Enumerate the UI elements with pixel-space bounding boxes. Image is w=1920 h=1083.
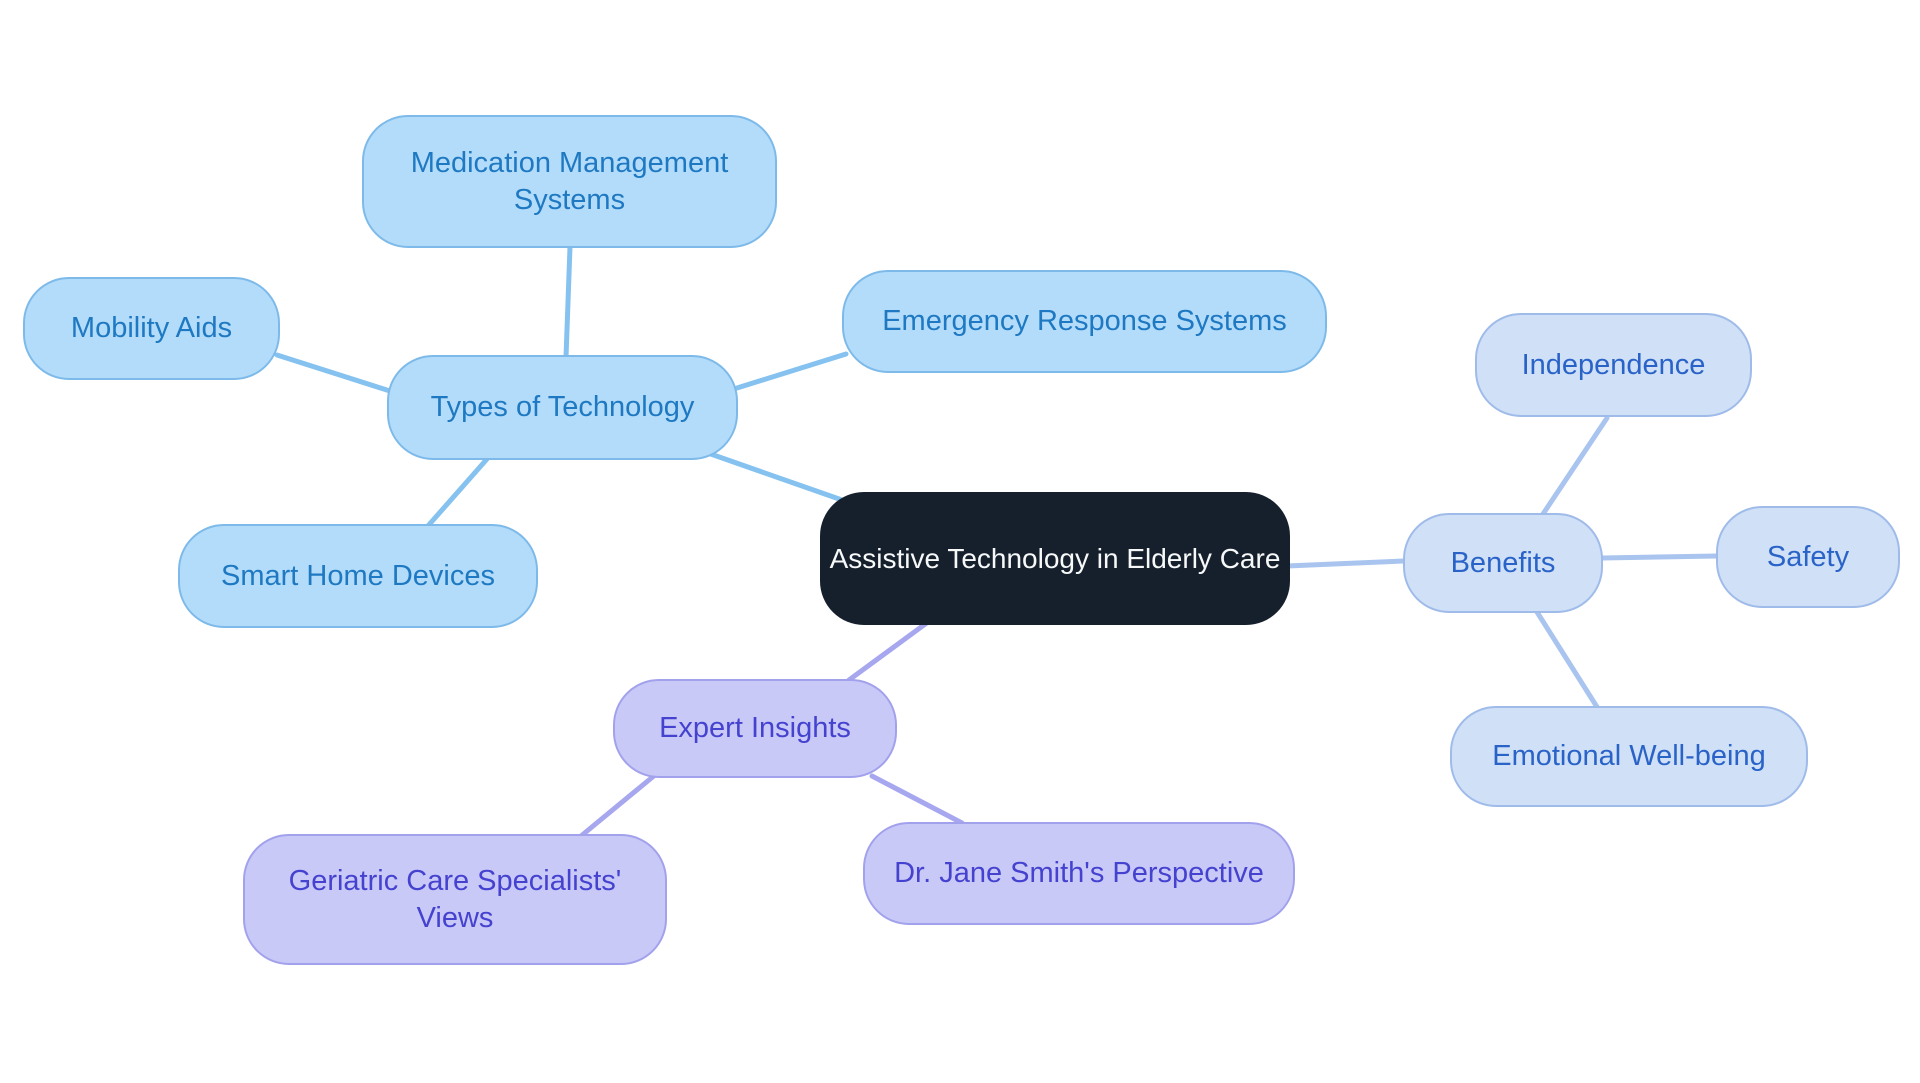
edge-benefits-emotional [1534,609,1600,710]
node-expert-insights[interactable]: Expert Insights [613,679,897,778]
node-emotional-well-being-label: Emotional Well-being [1492,740,1766,773]
node-mobility-aids[interactable]: Mobility Aids [23,277,280,380]
node-dr-jane-smiths-perspective-label: Dr. Jane Smith's Perspective [894,857,1264,890]
node-smart-home-devices[interactable]: Smart Home Devices [178,524,538,628]
edge-benefits-independence [1540,415,1610,517]
node-independence-label: Independence [1521,348,1706,381]
node-emergency-response-systems-label: Emergency Response Systems [882,305,1287,338]
edge-central-types [702,449,845,503]
edge-expert-geriatric [578,772,658,839]
node-benefits[interactable]: Benefits [1403,513,1603,613]
node-expert-insights-label: Expert Insights [659,712,851,745]
node-geriatric-care-specialists-views-label: Geriatric Care Specialists' Views [288,865,622,934]
node-geriatric-care-specialists-views[interactable]: Geriatric Care Specialists' Views [243,834,667,965]
edge-central-benefits [1284,558,1407,569]
node-smart-home-devices-label: Smart Home Devices [221,559,495,592]
edge-central-expert [846,619,931,683]
node-safety[interactable]: Safety [1716,506,1900,608]
node-dr-jane-smiths-perspective[interactable]: Dr. Jane Smith's Perspective [863,822,1295,925]
edge-types-smarthome [424,456,490,530]
node-medication-management-systems[interactable]: Medication Management Systems [362,115,777,248]
node-benefits-label: Benefits [1450,546,1556,579]
node-emotional-well-being[interactable]: Emotional Well-being [1450,706,1808,807]
node-central-label: Assistive Technology in Elderly Care [829,543,1281,574]
node-types-of-technology[interactable]: Types of Technology [387,355,738,460]
node-independence[interactable]: Independence [1475,313,1752,417]
node-mobility-aids-label: Mobility Aids [70,312,233,345]
node-safety-label: Safety [1766,540,1850,573]
node-types-of-technology-label: Types of Technology [430,391,695,424]
edge-benefits-safety [1599,553,1720,561]
edge-types-mobility [274,352,393,394]
edge-types-emergency [734,351,849,391]
node-medication-management-systems-label: Medication Management Systems [410,147,729,216]
edge-types-medication [563,244,573,360]
node-emergency-response-systems[interactable]: Emergency Response Systems [842,270,1327,373]
edge-expert-drjane [869,773,965,826]
node-central[interactable]: Assistive Technology in Elderly Care [820,492,1290,625]
